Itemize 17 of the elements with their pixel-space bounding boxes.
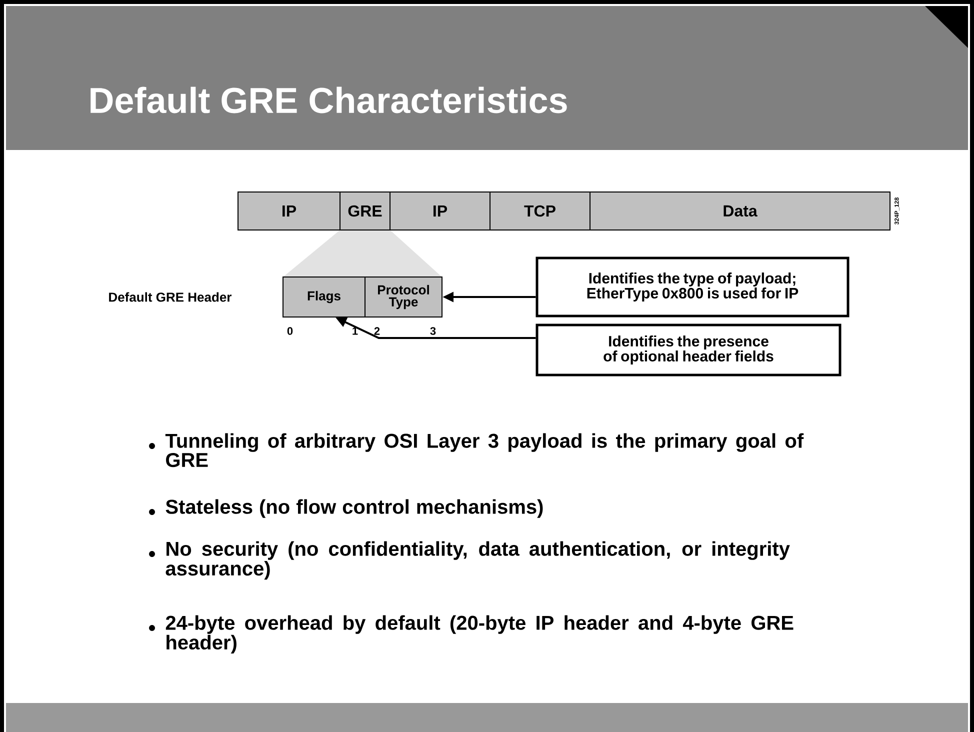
bit-number: 1 — [352, 327, 358, 335]
packet-field: GRE — [340, 192, 390, 230]
bullet-text: No security (no confidentiality, data authentication, or integrity assurance) — [166, 541, 790, 580]
packet-field: IP — [390, 192, 490, 230]
bullet-text: Stateless (no flow control mechanisms) — [166, 499, 543, 518]
header-field: Protocol Type — [364, 276, 442, 318]
packet-field: TCP — [490, 192, 590, 230]
title: Default GRE Characteristics — [90, 86, 567, 114]
bit-number: 2 — [374, 327, 380, 335]
callout-box: Identifies the type of payload; EtherType 0x800 is used for IP — [536, 256, 850, 318]
bullet-text: Tunneling of arbitrary OSI Layer 3 payload is the primary goal of GRE — [165, 433, 804, 468]
callout-box: Identifies the presence of optional header fields — [536, 324, 842, 376]
header-field: Flags — [282, 276, 366, 318]
bullet-text: 24-byte overhead by default (20-byte IP header and 4-byte GRE header) — [166, 615, 794, 654]
bit-number: 0 — [287, 327, 293, 335]
bit-number: 3 — [430, 327, 436, 335]
header-label: Default GRE Header — [109, 292, 232, 302]
